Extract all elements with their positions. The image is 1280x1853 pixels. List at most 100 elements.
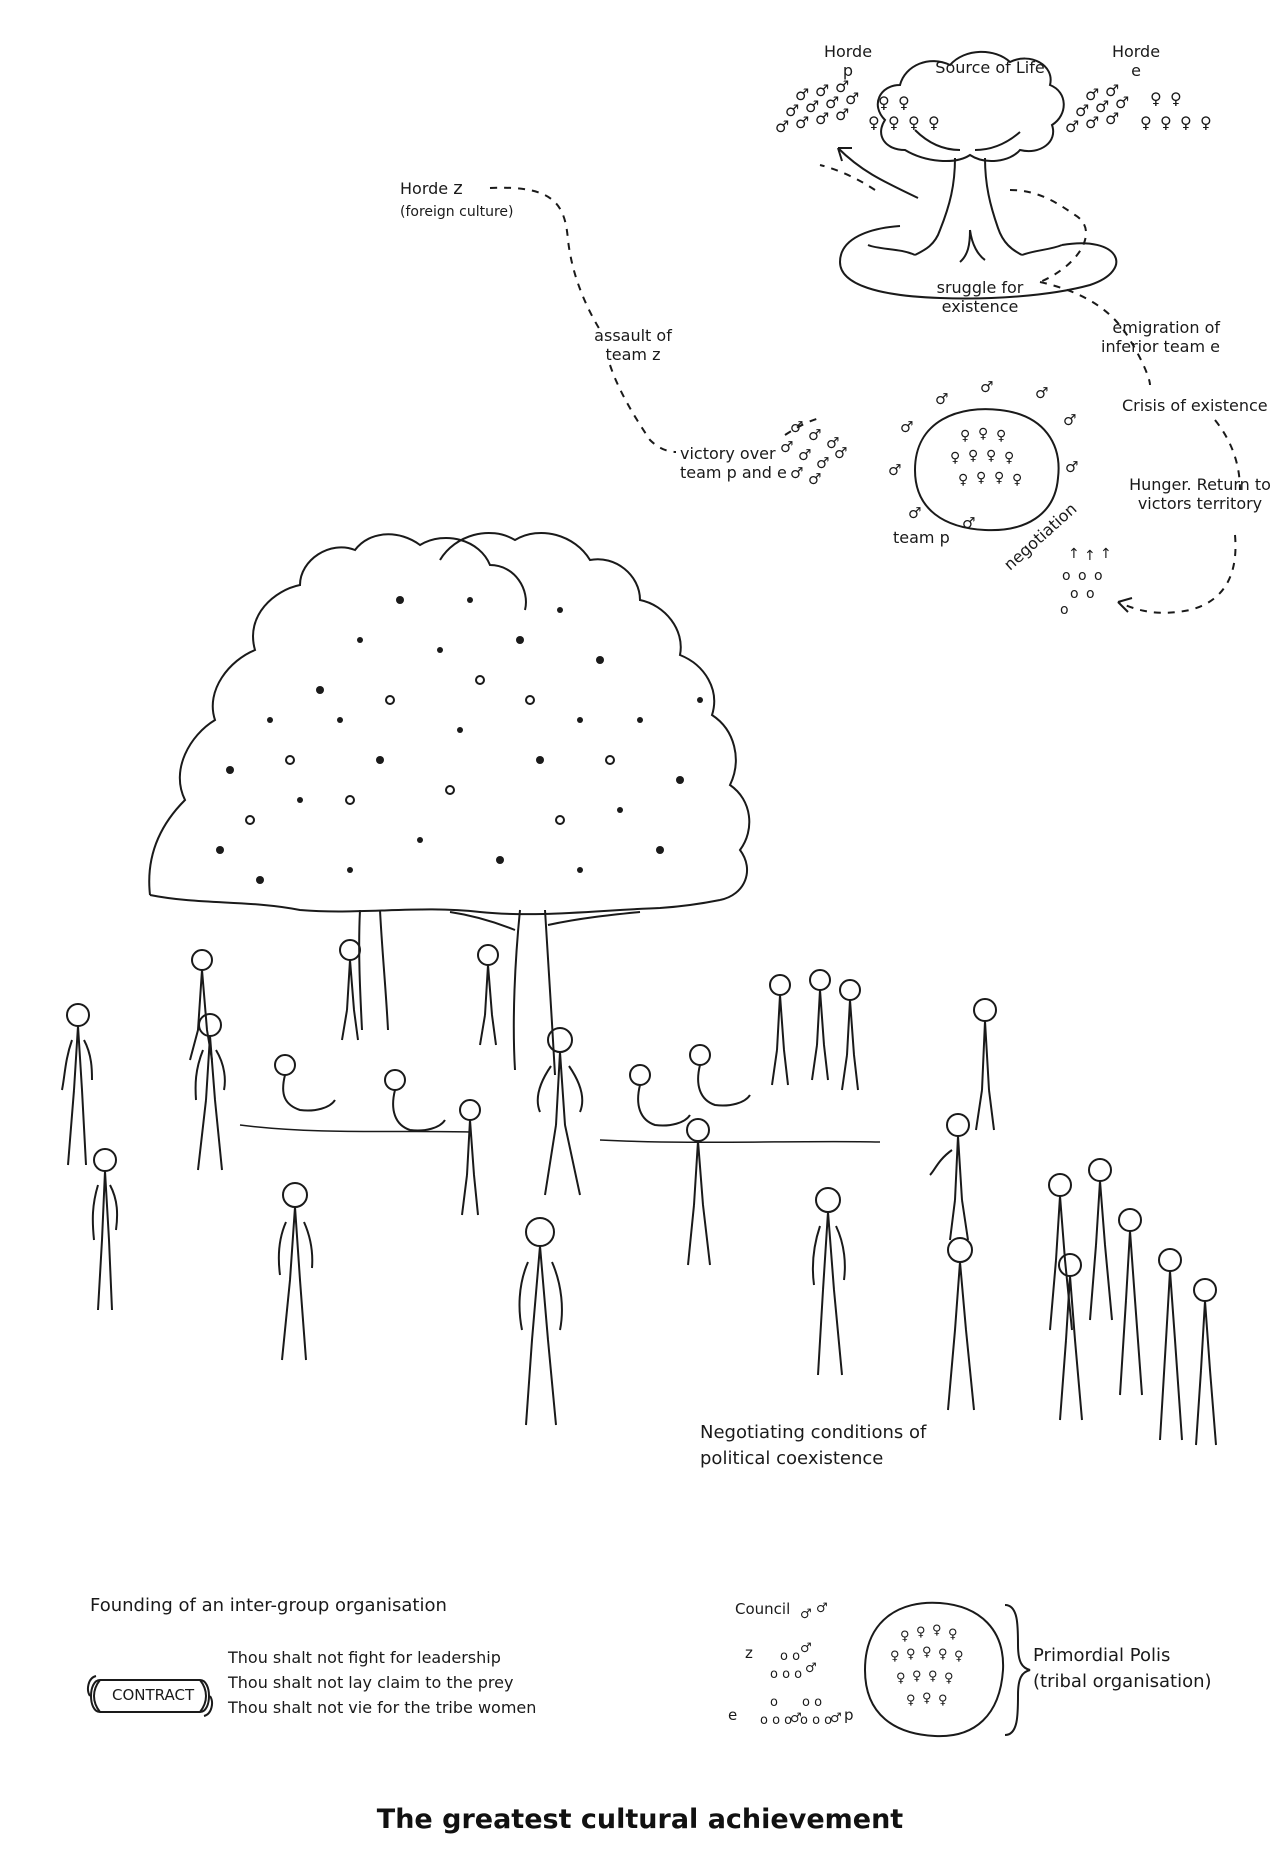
svg-text:♀: ♀	[896, 1671, 906, 1686]
figure-standing	[91, 1148, 119, 1311]
svg-text:♂: ♂	[790, 464, 803, 482]
svg-text:♀: ♀	[948, 1627, 958, 1642]
svg-text:o o o: o o o	[800, 1713, 832, 1728]
svg-text:♀: ♀	[906, 1693, 916, 1708]
svg-text:o: o	[1078, 568, 1087, 584]
primordial-polis-line1: Primordial Polis	[1033, 1645, 1171, 1666]
primordial-polis-enclosure: ♀ ♀ ♀ ♀ ♀ ♀ ♀ ♀ ♀ ♀ ♀ ♀ ♀ ♀ ♀ ♀	[863, 1601, 1031, 1738]
svg-text:♀: ♀	[888, 113, 900, 132]
svg-text:♀: ♀	[922, 1691, 932, 1706]
figure-standing	[769, 974, 791, 1086]
svg-text:♂: ♂	[1105, 109, 1119, 128]
victory-group-symbols: ♂ ♂ ♂ ♂ ♂ ♂ ♂ ♂ ♂	[780, 418, 847, 488]
figure-seated	[384, 1069, 446, 1132]
svg-text:o o: o o	[802, 1695, 822, 1710]
svg-text:♀: ♀	[1170, 89, 1182, 108]
horde-p-name: Horde	[823, 42, 873, 61]
emigration-label: emigration of inferior team e	[1101, 318, 1220, 357]
svg-text:♀: ♀	[1140, 113, 1152, 132]
great-tree-illustration	[148, 531, 751, 1076]
horde-z-label: Horde z	[400, 178, 463, 200]
svg-text:♂: ♂	[962, 514, 975, 532]
svg-text:♀: ♀	[868, 113, 880, 132]
svg-text:♀: ♀	[938, 1647, 948, 1662]
svg-text:♂: ♂	[1095, 97, 1109, 116]
contract-rule-3: Thou shalt not vie for the tribe women	[228, 1698, 537, 1718]
figure-standing	[839, 979, 861, 1091]
svg-text:♀: ♀	[922, 1645, 932, 1660]
svg-text:♀: ♀	[908, 113, 920, 132]
svg-text:o o: o o	[780, 1649, 800, 1664]
figure-standing	[1193, 1278, 1217, 1446]
svg-text:♀: ♀	[912, 1669, 922, 1684]
svg-text:↑: ↑	[1084, 548, 1096, 564]
primordial-polis-label: Primordial Polis (tribal organisation)	[1033, 1643, 1212, 1695]
svg-text:♀: ♀	[1200, 113, 1212, 132]
svg-text:♀: ♀	[996, 428, 1006, 444]
svg-text:♂: ♂	[1115, 93, 1129, 112]
svg-text:♂: ♂	[798, 446, 811, 464]
svg-text:♂: ♂	[1065, 117, 1079, 136]
svg-text:♂: ♂	[795, 113, 809, 132]
council-label: Council	[735, 1600, 791, 1618]
svg-text:♂: ♂	[835, 77, 849, 96]
svg-text:♂: ♂	[808, 426, 821, 444]
source-of-life-tree	[819, 50, 1118, 300]
svg-text:♀: ♀	[1150, 89, 1162, 108]
figure-standing	[809, 969, 831, 1081]
figure-standing	[1158, 1248, 1183, 1441]
svg-text:♀: ♀	[986, 448, 996, 464]
svg-text:♂: ♂	[816, 454, 829, 472]
svg-text:♀: ♀	[890, 1649, 900, 1664]
footer-title: The greatest cultural achievement	[376, 1804, 904, 1835]
victory-connector	[784, 417, 821, 436]
svg-text:♂: ♂	[825, 93, 839, 112]
figure-standing	[536, 1027, 584, 1196]
figure-standing	[518, 1217, 563, 1426]
crowd-figures	[61, 939, 1217, 1446]
figure-standing	[1088, 1158, 1113, 1321]
figure-standing	[947, 1237, 975, 1411]
svg-text:♂: ♂	[780, 438, 793, 456]
council-symbols: ♂ ♂ o o ♂ o o o ♂ o o o o ♂ o o o o o ♂	[760, 1601, 842, 1728]
svg-text:↑: ↑	[1100, 546, 1112, 562]
team-p-label: team p	[893, 528, 950, 547]
svg-text:♂: ♂	[790, 1711, 802, 1726]
svg-text:♀: ♀	[878, 93, 890, 112]
svg-text:♀: ♀	[958, 472, 968, 488]
svg-text:♀: ♀	[976, 470, 986, 486]
svg-text:♀: ♀	[954, 1649, 964, 1664]
team-p-enclosure: ♀ ♀ ♀ ♀ ♀ ♀ ♀ ♀ ♀ ♀ ♀ ♂ ♂ ♂ ♂ ♂ ♂ ♂ ♂ ♂	[888, 378, 1078, 532]
victory-label: victory over team p and e	[680, 444, 787, 483]
figure-seated	[629, 1064, 691, 1127]
svg-text:♂: ♂	[830, 1711, 842, 1726]
svg-text:♀: ♀	[994, 470, 1004, 486]
svg-text:♂: ♂	[1075, 101, 1089, 120]
horde-p-symbols: ♂ ♂ ♂ ♂ ♂ ♂ ♂ ♂ ♂ ♂ ♂ ♀ ♀ ♀ ♀ ♀ ♀	[775, 77, 940, 136]
svg-text:♂: ♂	[815, 81, 829, 100]
contract-label: CONTRACT	[112, 1686, 195, 1704]
svg-text:♀: ♀	[928, 1669, 938, 1684]
figure-standing	[929, 1113, 970, 1241]
svg-text:♂: ♂	[1035, 384, 1048, 402]
path-assault	[609, 364, 677, 453]
svg-text:♂: ♂	[795, 85, 809, 104]
figure-standing	[277, 1182, 314, 1361]
assault-label: assault of team z	[594, 326, 672, 365]
svg-text:♀: ♀	[928, 113, 940, 132]
svg-text:o: o	[1062, 568, 1071, 584]
figure-standing	[1058, 1253, 1083, 1421]
svg-text:♀: ♀	[906, 1647, 916, 1662]
figure-standing	[686, 1118, 711, 1266]
svg-text:♂: ♂	[1105, 81, 1119, 100]
svg-text:♂: ♂	[888, 461, 901, 479]
contract-rule-2: Thou shalt not lay claim to the prey	[228, 1673, 514, 1693]
svg-text:♂: ♂	[805, 1661, 817, 1676]
returning-group-symbols: ↑ ↑ ↑ o o o o o o	[1060, 546, 1112, 618]
figure-standing	[1048, 1173, 1073, 1331]
horde-z-subtitle: (foreign culture)	[400, 204, 514, 220]
svg-text:♀: ♀	[900, 1629, 910, 1644]
horde-e-symbols: ♂ ♂ ♂ ♂ ♂ ♂ ♂ ♂ ♀ ♀ ♀ ♀ ♀ ♀	[1065, 81, 1212, 136]
svg-text:♀: ♀	[1160, 113, 1172, 132]
